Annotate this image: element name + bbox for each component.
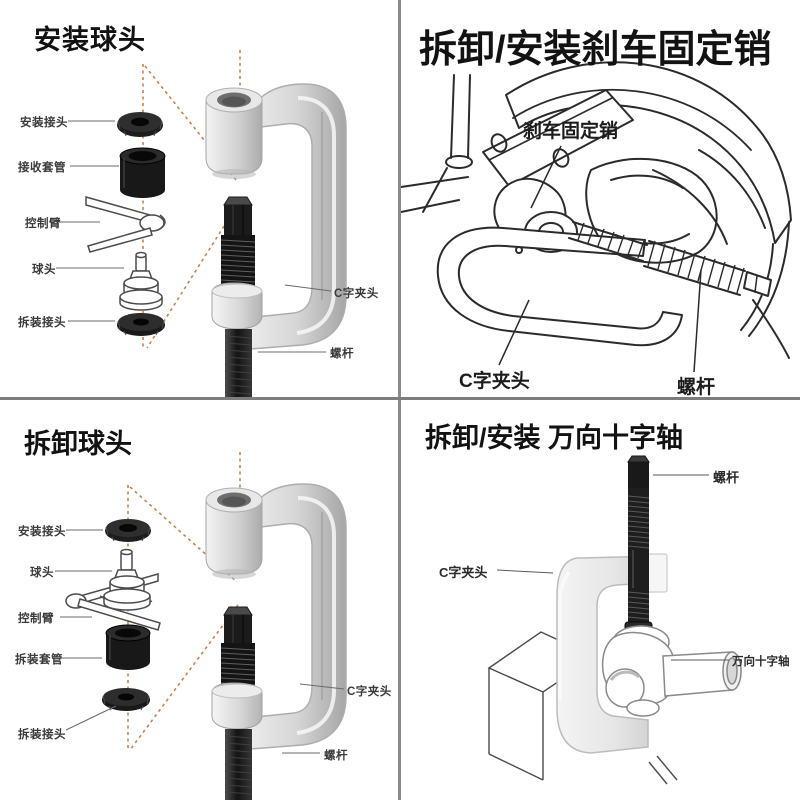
label-control-arm: 控制臂 — [18, 613, 54, 625]
panel-install-ball-joint: 安装球头 安装接头 接收套管 控制臂 球头 拆装接头 C字夹头 螺杆 — [0, 0, 398, 397]
ball-joint-part — [119, 251, 163, 311]
receiving-sleeve-part — [119, 147, 166, 198]
brake-pin-line-art-illustration — [401, 61, 792, 373]
label-brake-pin: 刹车固定销 — [523, 121, 619, 142]
horizontal-divider — [0, 397, 800, 400]
label-install-adapter: 安装接头 — [18, 526, 66, 538]
ball-joint-part — [103, 548, 151, 611]
thread-coils — [577, 222, 745, 294]
c-clamp-boss — [205, 487, 263, 579]
c-clamp-frame — [245, 83, 347, 350]
label-receiving-sleeve: 接收套管 — [18, 162, 66, 174]
service-adapter-part — [117, 313, 165, 336]
label-screw: 螺杆 — [324, 750, 348, 762]
panel-title: 拆卸球头 — [24, 429, 132, 459]
panel-title: 拆卸/安装 万向十字轴 — [425, 423, 684, 453]
control-arm-part — [85, 196, 166, 253]
label-service-sleeve: 拆装套管 — [15, 654, 63, 666]
screw-rod — [211, 196, 263, 397]
service-adapter-part — [102, 688, 150, 711]
c-clamp-boss — [205, 87, 263, 179]
panel-universal-joint: 拆卸/安装 万向十字轴 螺杆 C字夹头 万向十字轴 — [401, 400, 799, 800]
service-sleeve-part — [105, 624, 151, 670]
universal-joint-press-illustration — [487, 455, 742, 785]
pointer-lines — [498, 145, 702, 373]
label-screw: 螺杆 — [330, 348, 354, 360]
label-ball-joint: 球头 — [32, 264, 56, 276]
pointer-lines — [496, 474, 729, 661]
label-service-adapter: 拆装接头 — [18, 729, 66, 741]
label-service-adapter: 拆装接头 — [18, 317, 66, 329]
label-control-arm: 控制臂 — [25, 218, 61, 230]
label-c-clamp: C字夹头 — [334, 288, 379, 300]
label-install-adapter: 安装接头 — [20, 117, 68, 129]
label-c-clamp: C字夹头 — [459, 371, 530, 392]
c-clamp-frame — [245, 483, 347, 750]
c-clamp-frame — [556, 553, 668, 754]
pointer-lines — [56, 120, 332, 353]
panel-remove-ball-joint: 拆卸球头 安装接头 球头 控制臂 拆装套管 拆装接头 C字夹头 螺杆 — [0, 400, 398, 800]
ball-joint-removal-exploded-illustration — [55, 452, 347, 800]
panel-title: 安装球头 — [34, 25, 146, 55]
vertical-divider — [398, 0, 401, 800]
label-c-clamp: C字夹头 — [439, 565, 488, 580]
screw-rod — [211, 606, 263, 800]
pointer-lines — [55, 529, 345, 754]
label-screw: 螺杆 — [677, 377, 716, 398]
ball-joint-press-exploded-illustration — [56, 50, 347, 397]
panel-brake-pin: 拆卸/安装刹车固定销 刹车固定销 C字夹头 螺杆 — [401, 0, 799, 398]
universal-cross-part — [601, 625, 742, 717]
screw-rod — [624, 455, 653, 652]
label-c-clamp: C字夹头 — [347, 686, 392, 698]
label-ball-joint: 球头 — [30, 567, 54, 579]
label-universal-cross: 万向十字轴 — [732, 656, 790, 668]
install-adapter-part — [117, 112, 163, 137]
label-screw: 螺杆 — [713, 470, 740, 485]
panel-title: 拆卸/安装刹车固定销 — [419, 29, 772, 71]
install-adapter-part — [105, 519, 151, 542]
hatch-marks — [648, 755, 678, 785]
